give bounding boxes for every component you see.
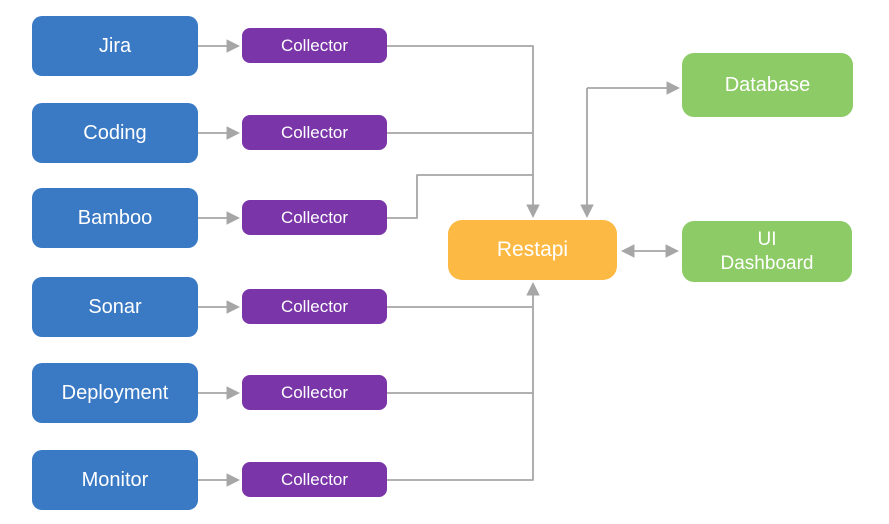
node-monitor: Monitor	[32, 450, 198, 510]
node-collector-sonar: Collector	[242, 289, 387, 324]
node-ui-dashboard-line1: UI	[757, 228, 777, 250]
line-jira-collector-to-restapi	[387, 45, 540, 219]
node-sonar-label: Sonar	[88, 295, 142, 318]
node-restapi-label: Restapi	[496, 238, 569, 261]
collector-label: Collector	[280, 469, 349, 489]
node-sonar: Sonar	[32, 277, 198, 337]
node-monitor-label: Monitor	[81, 468, 149, 491]
collector-label: Collector	[280, 382, 349, 402]
node-bamboo: Bamboo	[32, 188, 198, 248]
node-database-label: Database	[724, 73, 811, 96]
collector-label: Collector	[280, 207, 349, 227]
collector-label: Collector	[280, 35, 349, 55]
node-coding: Coding	[32, 103, 198, 163]
collector-label: Collector	[280, 122, 349, 142]
node-ui-dashboard: UI Dashboard	[682, 221, 852, 282]
node-bamboo-label: Bamboo	[77, 206, 153, 229]
line-monitor-collector-to-restapi	[387, 281, 540, 481]
node-ui-dashboard-line2: Dashboard	[720, 252, 814, 274]
node-collector-jira: Collector	[242, 28, 387, 63]
node-coding-label: Coding	[83, 121, 147, 144]
node-jira: Jira	[32, 16, 198, 76]
node-collector-deployment: Collector	[242, 375, 387, 410]
collector-label: Collector	[280, 296, 349, 316]
node-deployment-label: Deployment	[61, 381, 169, 404]
line-bamboo-collector-to-trunk	[387, 174, 533, 219]
node-jira-label: Jira	[98, 34, 132, 57]
node-collector-monitor: Collector	[242, 462, 387, 497]
node-database: Database	[682, 53, 853, 117]
node-restapi: Restapi	[448, 220, 617, 280]
node-deployment: Deployment	[32, 363, 198, 423]
node-collector-bamboo: Collector	[242, 200, 387, 235]
node-collector-coding: Collector	[242, 115, 387, 150]
